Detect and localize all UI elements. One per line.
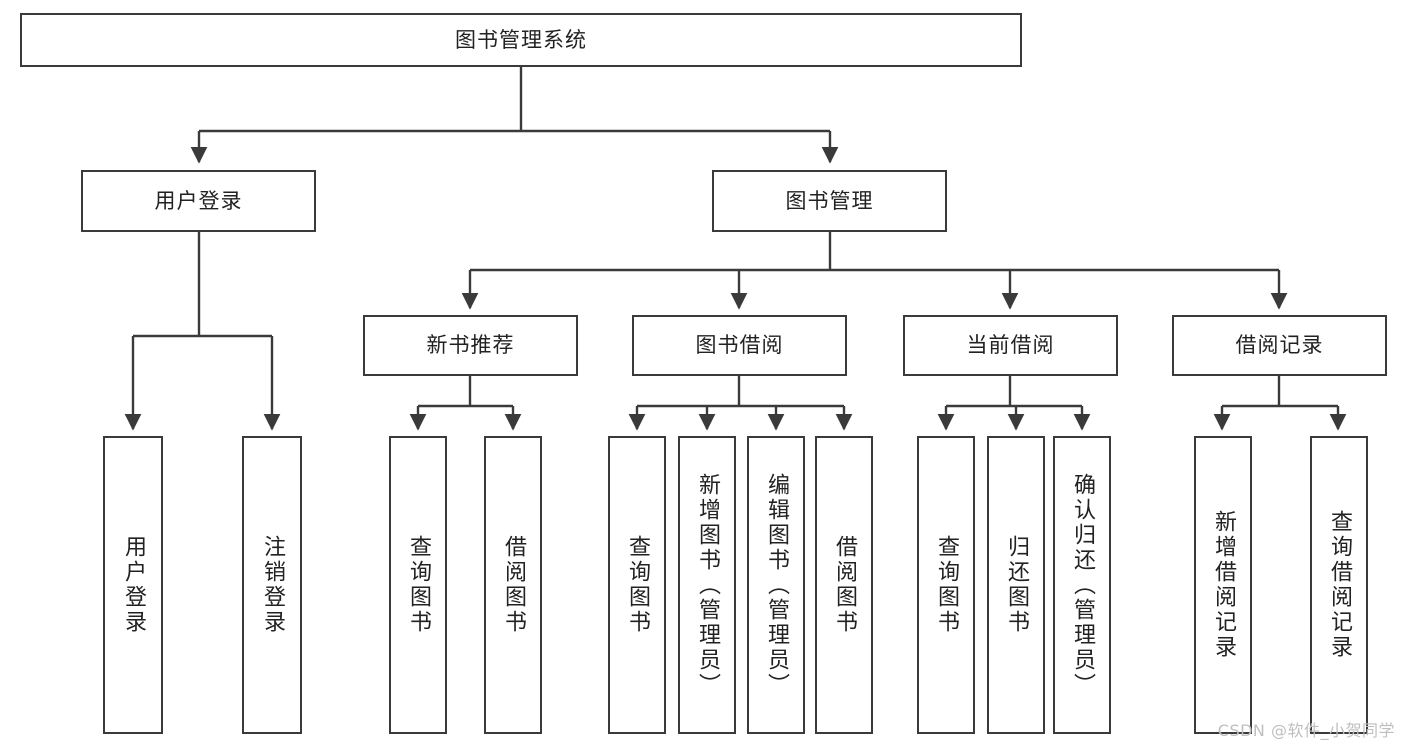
leaf-add-book-admin-label: 新增图书（管理员） (695, 472, 720, 698)
node-user-login-label: 用户登录 (154, 188, 243, 213)
leaf-query-book-new-label: 查询图书 (406, 535, 431, 635)
leaf-query-book-borrow-label: 查询图书 (625, 535, 650, 635)
node-book-borrow-label: 图书借阅 (695, 333, 784, 358)
leaf-borrow-book-new-label: 借阅图书 (501, 535, 526, 635)
leaf-return-book[interactable]: 归还图书 (987, 436, 1045, 734)
node-root-label: 图书管理系统 (455, 27, 587, 52)
leaf-query-book-current-label: 查询图书 (934, 535, 959, 635)
leaf-borrow-book-label: 借阅图书 (832, 535, 857, 635)
leaf-query-book-current[interactable]: 查询图书 (917, 436, 975, 734)
leaf-borrow-book[interactable]: 借阅图书 (815, 436, 873, 734)
leaf-add-borrow-record[interactable]: 新增借阅记录 (1194, 436, 1252, 734)
leaf-borrow-book-new[interactable]: 借阅图书 (484, 436, 542, 734)
node-user-login[interactable]: 用户登录 (81, 170, 316, 232)
node-book-management-label: 图书管理 (785, 188, 874, 213)
leaf-add-borrow-record-label: 新增借阅记录 (1211, 510, 1236, 660)
leaf-query-borrow-record-label: 查询借阅记录 (1327, 510, 1352, 660)
leaf-logout[interactable]: 注销登录 (242, 436, 302, 734)
leaf-return-book-label: 归还图书 (1004, 535, 1029, 635)
node-current-borrow[interactable]: 当前借阅 (903, 315, 1118, 376)
watermark-text: CSDN @软件_小贺同学 (1217, 721, 1395, 740)
leaf-confirm-return-admin[interactable]: 确认归还（管理员） (1053, 436, 1111, 734)
leaf-confirm-return-admin-label: 确认归还（管理员） (1070, 472, 1095, 698)
leaf-logout-label: 注销登录 (260, 535, 285, 635)
node-book-management[interactable]: 图书管理 (712, 170, 947, 232)
leaf-edit-book-admin[interactable]: 编辑图书（管理员） (747, 436, 805, 734)
node-book-borrow[interactable]: 图书借阅 (632, 315, 847, 376)
leaf-query-borrow-record[interactable]: 查询借阅记录 (1310, 436, 1368, 734)
node-borrow-records-label: 借阅记录 (1235, 333, 1324, 358)
node-current-borrow-label: 当前借阅 (966, 333, 1055, 358)
node-borrow-records[interactable]: 借阅记录 (1172, 315, 1387, 376)
leaf-query-book-borrow[interactable]: 查询图书 (608, 436, 666, 734)
leaf-query-book-new[interactable]: 查询图书 (389, 436, 447, 734)
node-root[interactable]: 图书管理系统 (20, 13, 1022, 67)
leaf-user-login[interactable]: 用户登录 (103, 436, 163, 734)
node-new-book-recommend[interactable]: 新书推荐 (363, 315, 578, 376)
node-new-book-recommend-label: 新书推荐 (426, 333, 515, 358)
leaf-user-login-label: 用户登录 (121, 535, 146, 635)
leaf-edit-book-admin-label: 编辑图书（管理员） (764, 472, 789, 698)
leaf-add-book-admin[interactable]: 新增图书（管理员） (678, 436, 736, 734)
